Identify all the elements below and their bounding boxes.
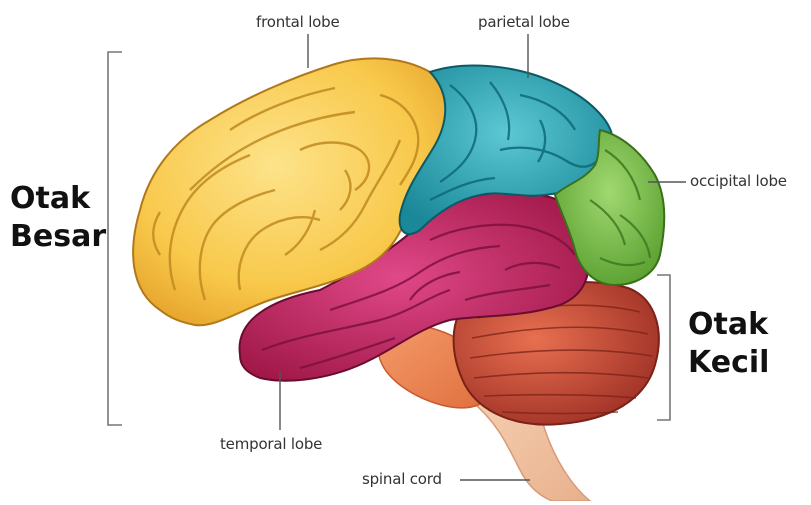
temporal-lobe-label: temporal lobe [220, 437, 322, 452]
cerebrum-label-line1: Otak [10, 180, 106, 218]
parietal-lobe-label: parietal lobe [478, 15, 570, 30]
occipital-lobe-label: occipital lobe [690, 174, 787, 189]
cerebrum-group-label: Otak Besar [10, 180, 106, 256]
cerebellum-label-line1: Otak [688, 306, 769, 344]
cerebellum-group-label: Otak Kecil [688, 306, 769, 382]
spinal-cord-label: spinal cord [362, 472, 442, 487]
cerebellum-label-line2: Kecil [688, 344, 769, 382]
cerebrum-label-line2: Besar [10, 218, 106, 256]
frontal-lobe-label: frontal lobe [256, 15, 340, 30]
cerebrum-bracket [108, 52, 122, 425]
